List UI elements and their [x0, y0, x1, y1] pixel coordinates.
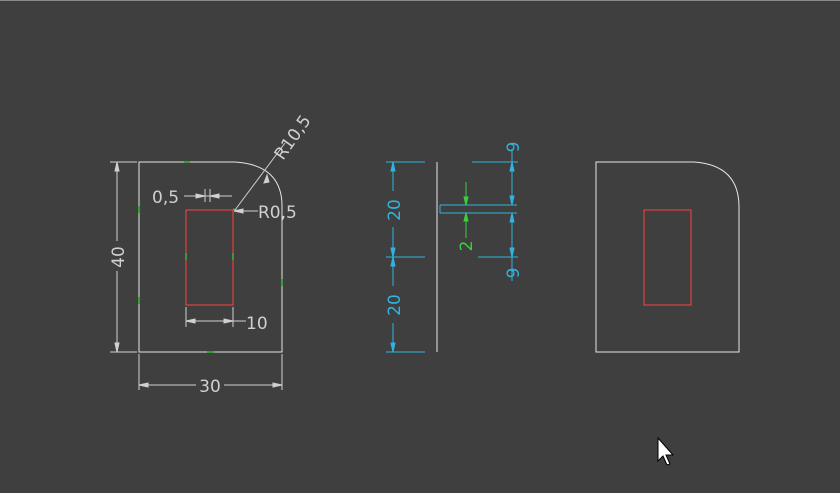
- dim-side-middle: [463, 182, 469, 238]
- front-slot[interactable]: [185, 209, 234, 306]
- side-mid-lines: [439, 204, 517, 214]
- dim-side-right: [472, 151, 518, 281]
- dim-slot-width-label: 10: [246, 314, 268, 334]
- rear-view: [595, 161, 740, 353]
- dim-side-middle-label: 2: [457, 241, 477, 252]
- dim-offset-label: 0,5: [152, 188, 179, 208]
- dim-side-left: [386, 161, 425, 353]
- dim-radius-small: [233, 208, 258, 214]
- side-view: 20 20 9 9 2: [385, 142, 524, 353]
- dim-radius-small-label: R0,5: [258, 203, 297, 223]
- dim-side-bottom-label: 9: [504, 268, 524, 279]
- dim-slot-width: [185, 307, 246, 327]
- dim-width: [138, 354, 283, 390]
- dim-side-lower-label: 20: [385, 294, 405, 316]
- dim-radius-large-label: R10,5: [271, 112, 316, 164]
- rear-slot[interactable]: [643, 209, 692, 306]
- dim-width-label: 30: [199, 377, 221, 397]
- dim-radius-large: [234, 142, 286, 211]
- dim-height: [110, 161, 137, 353]
- dim-height-label: 40: [109, 246, 129, 268]
- dim-side-upper-label: 20: [385, 199, 405, 221]
- dim-offset: [184, 189, 232, 202]
- arrow-cursor-icon: [657, 436, 675, 466]
- front-view: 30 40 10 0,5: [109, 112, 316, 397]
- rear-outline[interactable]: [595, 161, 740, 353]
- dim-side-top-label: 9: [504, 142, 524, 153]
